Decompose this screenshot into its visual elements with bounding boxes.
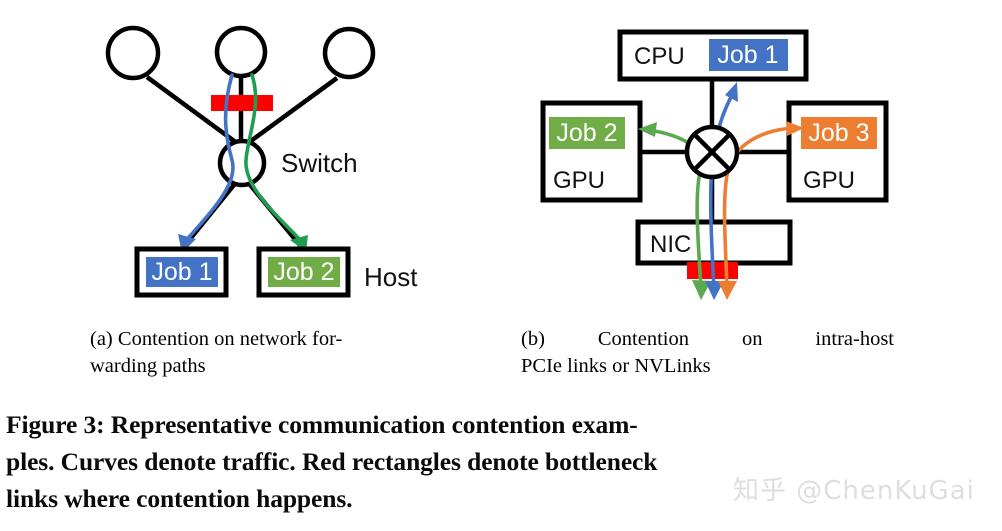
job2-label-a: Job 2 xyxy=(273,258,334,286)
link-right-node-to-switch xyxy=(242,76,339,148)
job2-chip-b xyxy=(549,117,625,149)
subcaption-a-line1-text: Contention on network for- xyxy=(117,328,343,350)
flow-arrowhead-job1-b-up xyxy=(725,82,738,102)
nic-label: NIC xyxy=(650,231,691,258)
network-node-left xyxy=(105,25,161,81)
subcaption-b-word-1: Contention xyxy=(597,328,689,350)
switch-label: Switch xyxy=(281,148,358,178)
switch-node xyxy=(217,138,267,188)
gpu-left-label: GPU xyxy=(553,167,605,194)
subcaption-a-tag: (a) xyxy=(90,328,113,350)
diagram-a: Job 1 Job 2 Switch Host xyxy=(105,25,418,298)
job1-label-b: Job 1 xyxy=(717,41,778,69)
flow-arrowhead-job3-b-down xyxy=(718,281,737,300)
flow-curve-job3-b xyxy=(722,126,795,292)
network-node-right xyxy=(322,26,376,80)
subcaption-b-line2: PCIe links or NVLinks xyxy=(521,355,711,377)
figure-caption: Figure 3: Representative communication c… xyxy=(6,406,996,517)
subcaption-b-word-3: intra-host xyxy=(815,328,894,350)
subcaption-b-tag: (b) xyxy=(521,328,545,350)
subcaption-b: (b) Contention on intra-host PCIe links … xyxy=(521,326,894,380)
subcaption-b-line1: (b) Contention on intra-host xyxy=(521,326,894,353)
job3-chip-b xyxy=(801,117,877,149)
figure-caption-line-2: ples. Curves denote traffic. Red rectang… xyxy=(6,447,658,476)
subcaption-a-line2: warding paths xyxy=(90,355,206,377)
subcaption-a-line1: (a) Contention on network for- xyxy=(90,326,448,353)
job1-chip-a xyxy=(146,257,218,287)
host-label: Host xyxy=(364,262,418,292)
bottleneck-rect-a xyxy=(211,95,273,111)
flow-curve-job2-a xyxy=(244,73,305,245)
job1-chip-b xyxy=(709,39,788,71)
figure-caption-line-1: Figure 3: Representative communication c… xyxy=(6,410,638,439)
job2-chip-a xyxy=(268,257,340,287)
job2-label-b: Job 2 xyxy=(556,119,617,147)
flow-arrowhead-job1-b-down xyxy=(705,281,724,300)
flow-curve-job1-a xyxy=(181,73,235,246)
gpu-right-label: GPU xyxy=(803,167,855,194)
cpu-label: CPU xyxy=(634,43,685,70)
subcaption-a: (a) Contention on network for- warding p… xyxy=(90,326,448,380)
subcaption-row: (a) Contention on network for- warding p… xyxy=(0,322,1002,404)
diagram-b: CPU Job 1 Job 2 GPU Job 3 GPU NIC xyxy=(540,29,889,300)
job1-label-a: Job 1 xyxy=(151,258,212,286)
flow-arrowhead-job2-b-left xyxy=(638,122,657,137)
figure-illustration: Job 1 Job 2 Switch Host CPU Job 1 Job xyxy=(105,25,889,300)
subcaption-b-word-2: on xyxy=(741,328,763,350)
pcie-switch-cross-2 xyxy=(693,133,731,171)
job3-label-b: Job 3 xyxy=(808,119,869,147)
figure-caption-line-3: links where contention happens. xyxy=(6,484,353,513)
flow-arrowhead-job2-b-down xyxy=(692,280,711,300)
network-node-middle xyxy=(214,25,268,79)
flow-arrowhead-job3-b-right xyxy=(786,121,804,136)
